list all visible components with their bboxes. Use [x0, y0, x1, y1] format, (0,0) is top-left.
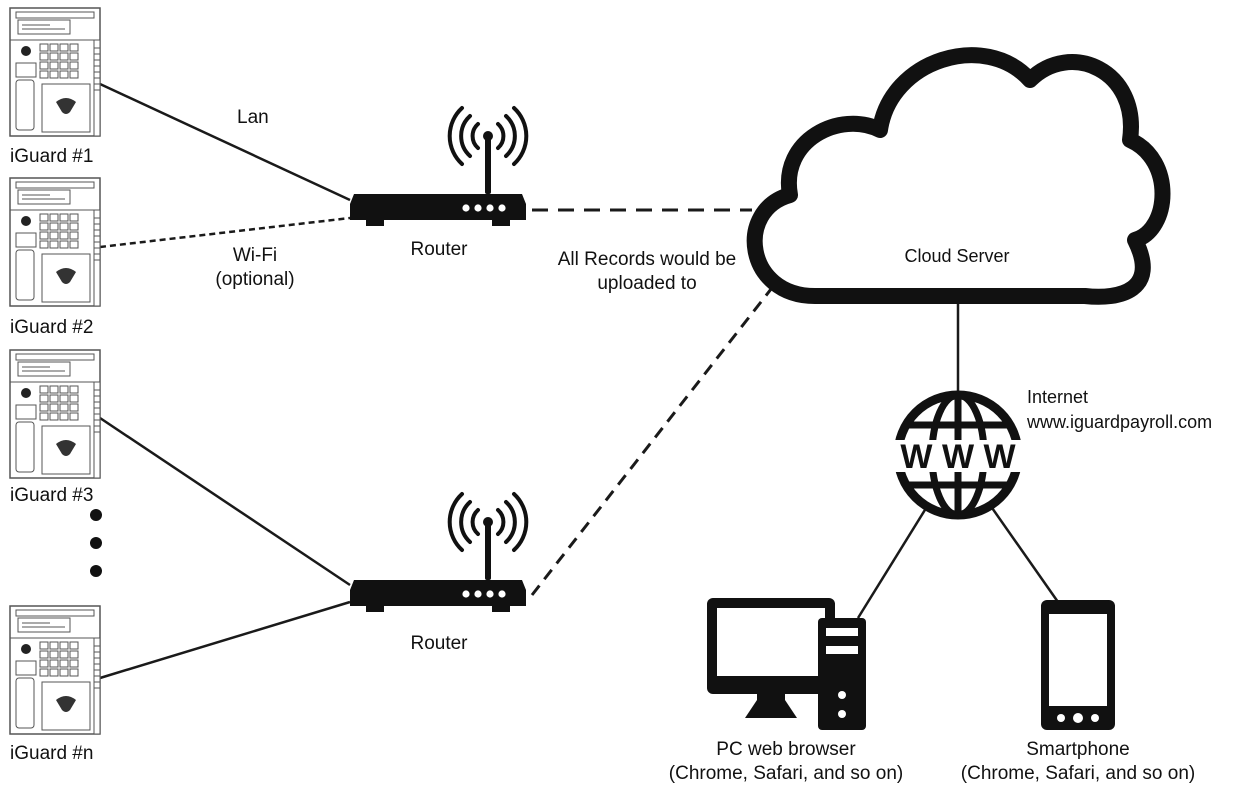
- pc-label: PC web browser: [716, 739, 856, 760]
- router-2-icon: [348, 492, 529, 614]
- device-label-2: iGuard #2: [10, 317, 94, 338]
- device-label-1: iGuard #1: [10, 146, 94, 167]
- smartphone-label: Smartphone: [1026, 739, 1130, 760]
- pc-note: (Chrome, Safari, and so on): [668, 763, 904, 784]
- internet-phone-link: [988, 504, 1060, 603]
- iguard-device-n: [9, 605, 101, 735]
- globe-www-text: W W W: [900, 438, 1016, 476]
- iguard-device-3: [9, 349, 101, 479]
- upload-note-line1: All Records would be: [557, 249, 737, 270]
- device-label-n: iGuard #n: [10, 743, 94, 764]
- wifi-link-2: [99, 216, 351, 249]
- upload-note-line2: uploaded to: [597, 273, 697, 294]
- router-1-icon: [348, 106, 529, 228]
- internet-url: www.iguardpayroll.com: [1027, 412, 1213, 432]
- wifi-label: Wi-Fi: [232, 245, 278, 266]
- connections: [99, 82, 1060, 680]
- upload-link-2: [530, 283, 777, 596]
- ellipsis-dots: [90, 509, 102, 577]
- device-label-3: iGuard #3: [10, 485, 94, 506]
- cloud-icon: [746, 47, 1171, 305]
- lan-link-3: [99, 416, 351, 587]
- cloud-label: Cloud Server: [904, 246, 1010, 266]
- router-label-1: Router: [410, 239, 468, 260]
- lan-link-1: [99, 82, 351, 202]
- pc-icon: [707, 598, 866, 730]
- globe-icon: W W W: [886, 390, 1030, 520]
- router-label-2: Router: [410, 633, 468, 654]
- internet-pc-link: [856, 504, 930, 619]
- smartphone-icon: [1041, 600, 1115, 730]
- iguard-device-2: [9, 177, 101, 307]
- internet-label: Internet: [1027, 387, 1089, 407]
- lan-label: Lan: [237, 107, 269, 128]
- lan-link-n: [99, 600, 351, 680]
- iguard-device-1: [9, 7, 101, 137]
- smartphone-note: (Chrome, Safari, and so on): [960, 763, 1196, 784]
- wifi-note: (optional): [215, 269, 295, 290]
